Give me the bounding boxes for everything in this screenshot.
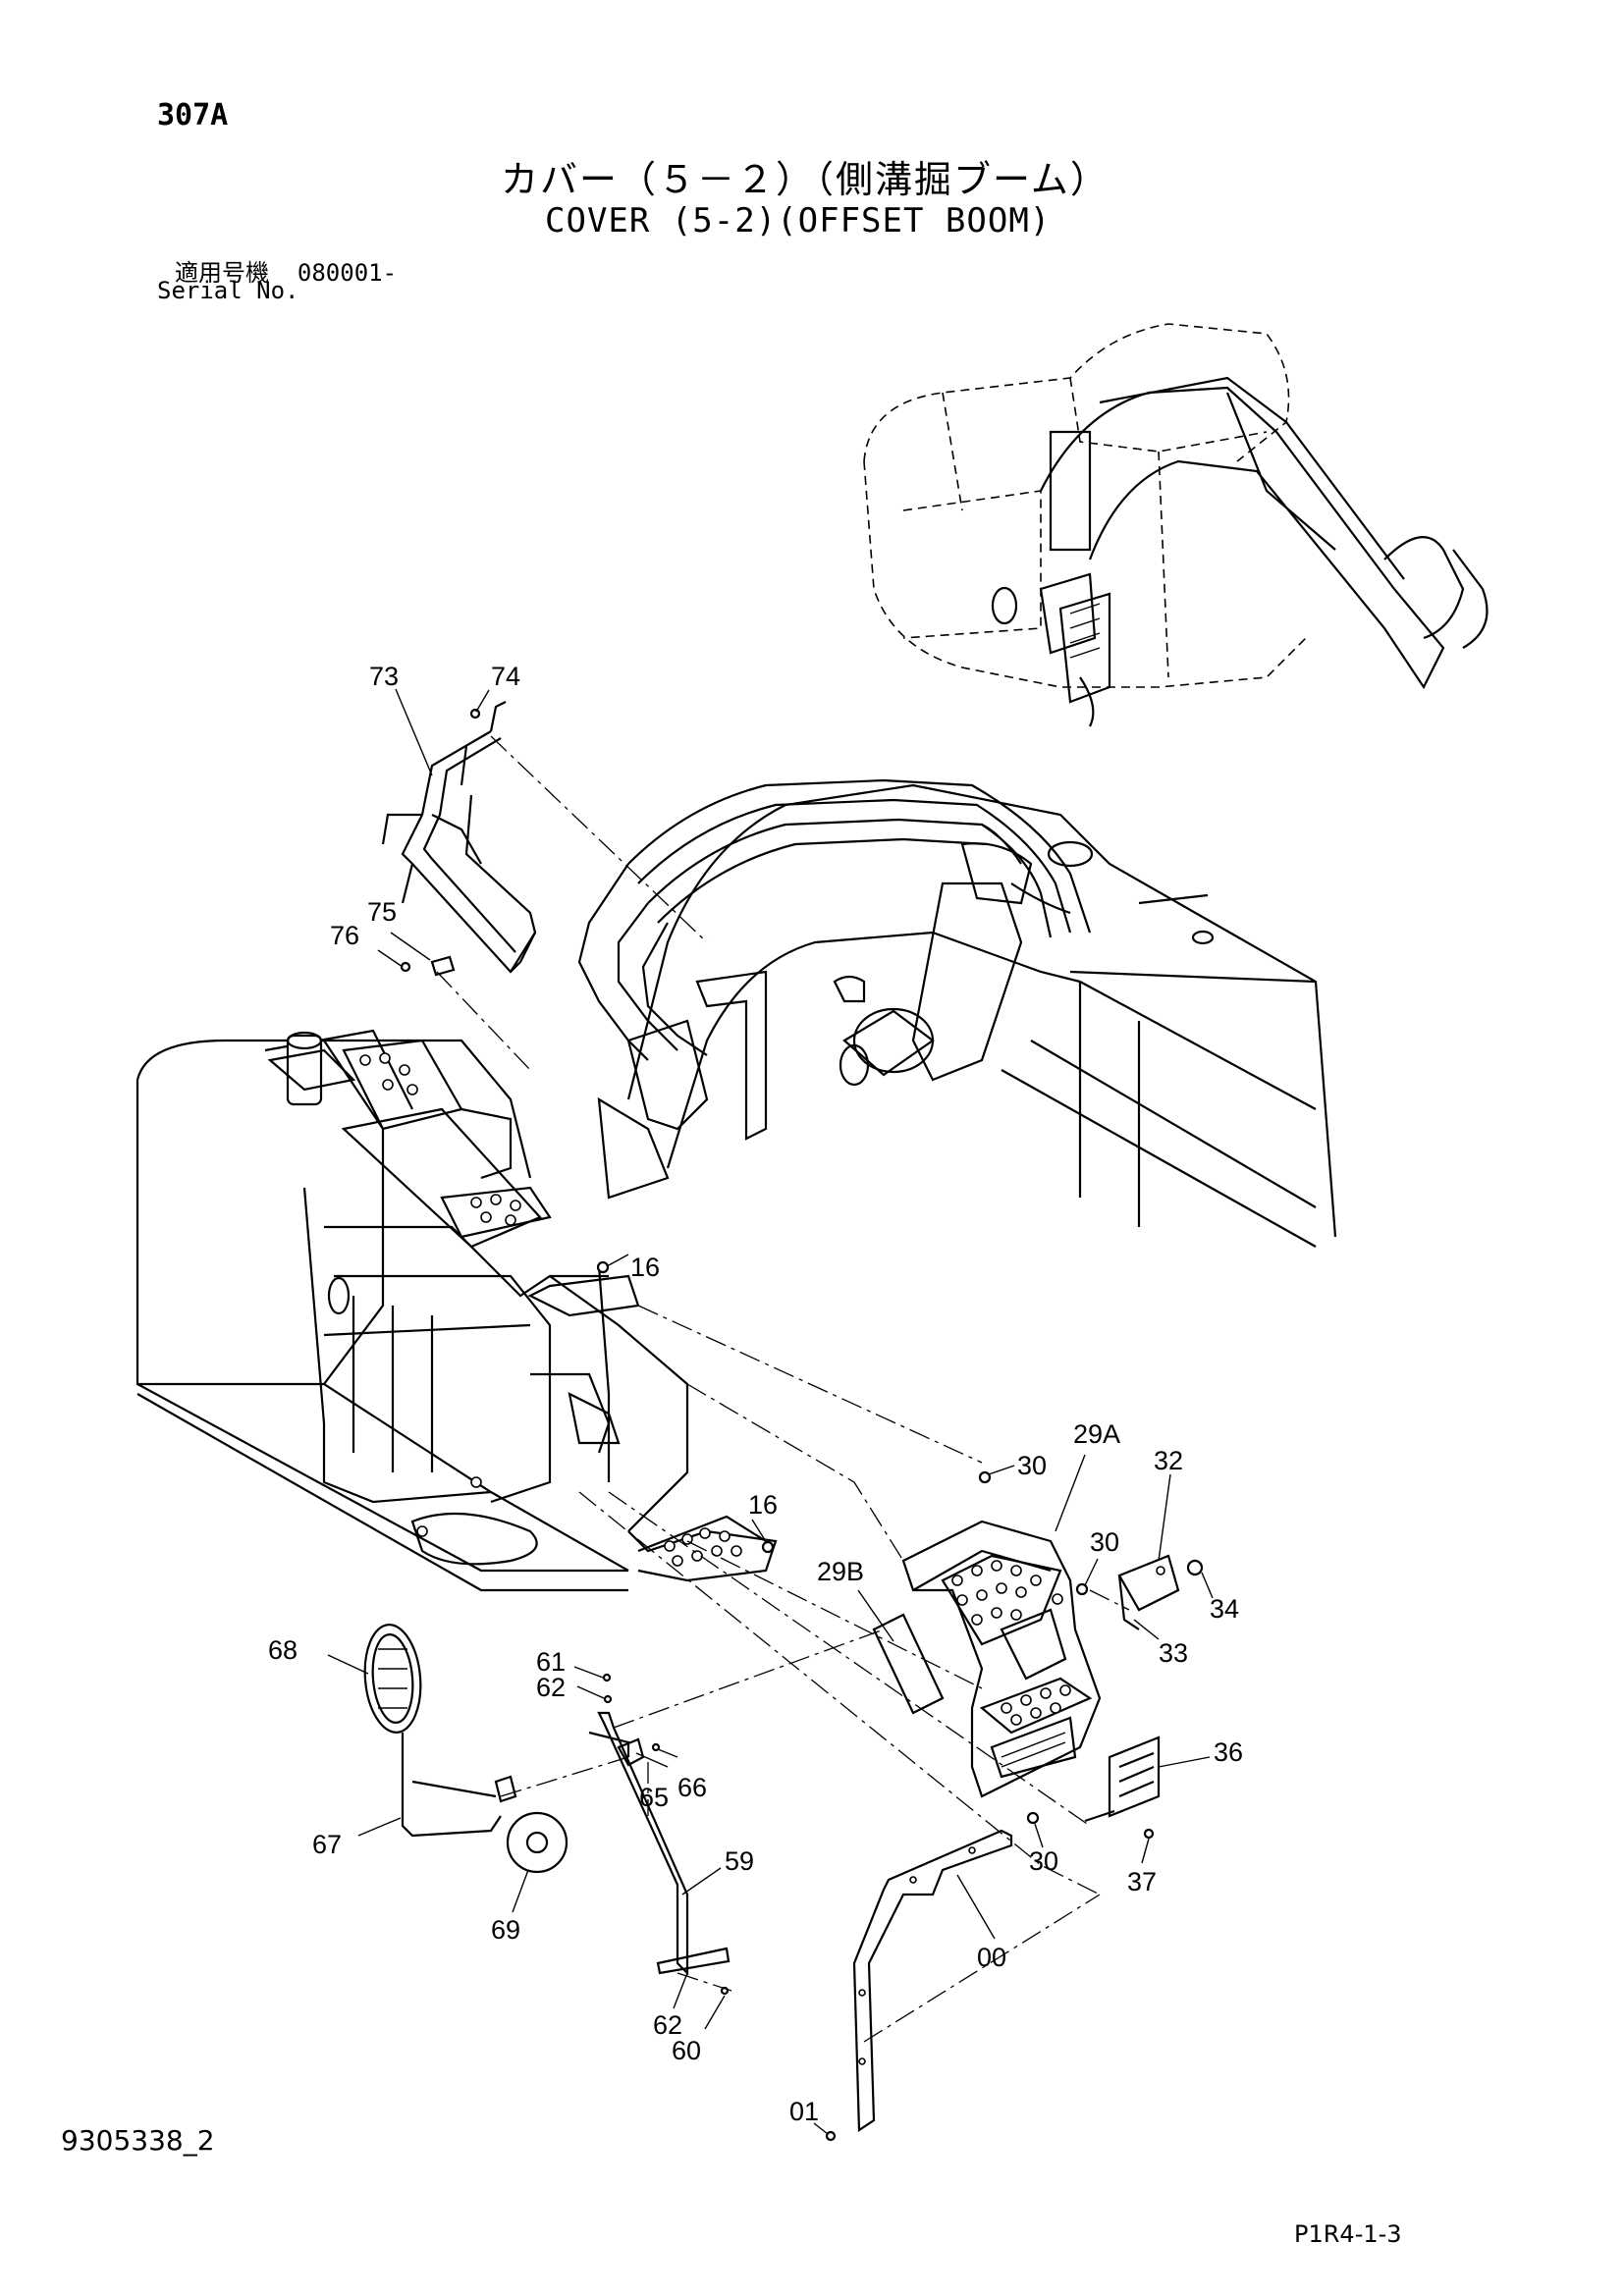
page-reference: P1R4-1-3	[1294, 2220, 1402, 2248]
callout-76: 76	[330, 921, 359, 950]
part-00-bracket	[852, 1829, 1013, 2133]
callout-33: 33	[1159, 1638, 1188, 1668]
callout-29B: 29B	[817, 1557, 864, 1586]
serial-from: 080001-	[297, 259, 398, 287]
offset-boom	[626, 783, 1337, 1248]
callout-74: 74	[491, 662, 520, 691]
callout-62-lower: 62	[653, 2010, 682, 2040]
callout-01: 01	[789, 2097, 819, 2126]
callout-60: 60	[672, 2036, 701, 2065]
callout-30-top: 30	[1017, 1451, 1047, 1480]
part-36-step	[1084, 1735, 1161, 1823]
callout-75: 75	[367, 897, 397, 927]
title-japanese: カバー（５－２）（側溝掘ブーム）	[501, 158, 1110, 201]
callout-66: 66	[677, 1773, 707, 1802]
callout-73: 73	[369, 662, 399, 691]
callout-36: 36	[1214, 1737, 1243, 1767]
part-65-clamp	[617, 1737, 645, 1767]
callout-67: 67	[312, 1830, 342, 1859]
part-73-handrail	[381, 701, 537, 974]
part-68-mirror	[363, 1624, 422, 1734]
title-english: COVER (5-2)(OFFSET BOOM)	[545, 201, 1052, 240]
part-67-stay	[401, 1733, 517, 1838]
callout-34: 34	[1210, 1594, 1239, 1624]
callout-16-lower: 16	[748, 1490, 778, 1520]
callout-62-upper: 62	[536, 1673, 566, 1702]
upper-structure	[135, 1029, 778, 1592]
alignment-lines	[436, 735, 1130, 2043]
part-29A-step-cover	[901, 1520, 1102, 1798]
callout-37: 37	[1127, 1867, 1157, 1896]
callout-labels: 73 74 75 76 16 16 29A 30 30 32 34 33 29B…	[268, 662, 1243, 2126]
serial-label-en: Serial No.	[157, 277, 299, 304]
part-59-mirror-stay	[588, 1711, 731, 1976]
hydraulic-hoses	[577, 778, 1215, 1200]
callout-61: 61	[536, 1647, 566, 1677]
callout-59: 59	[725, 1846, 754, 1876]
leader-lines	[327, 688, 1214, 2135]
overview-inset	[863, 323, 1489, 727]
document-number: 9305338_2	[61, 2124, 215, 2157]
callout-29A: 29A	[1073, 1419, 1120, 1449]
callout-32: 32	[1154, 1446, 1183, 1475]
callout-00: 00	[977, 1943, 1006, 1972]
callout-69: 69	[491, 1915, 520, 1945]
callout-16-upper: 16	[630, 1253, 660, 1282]
callout-30-bottom: 30	[1029, 1846, 1058, 1876]
part-32-33-34	[1117, 1554, 1204, 1630]
callout-30-middle: 30	[1090, 1527, 1119, 1557]
page-code: 307A	[157, 98, 229, 133]
part-29B-plate	[872, 1613, 945, 1715]
serial-label-jp: 適用号機	[175, 259, 269, 287]
serial-range: 適用号機 080001-	[175, 253, 397, 288]
callout-68: 68	[268, 1635, 298, 1665]
callout-65: 65	[639, 1783, 669, 1812]
part-69-round-mirror	[506, 1811, 568, 1874]
